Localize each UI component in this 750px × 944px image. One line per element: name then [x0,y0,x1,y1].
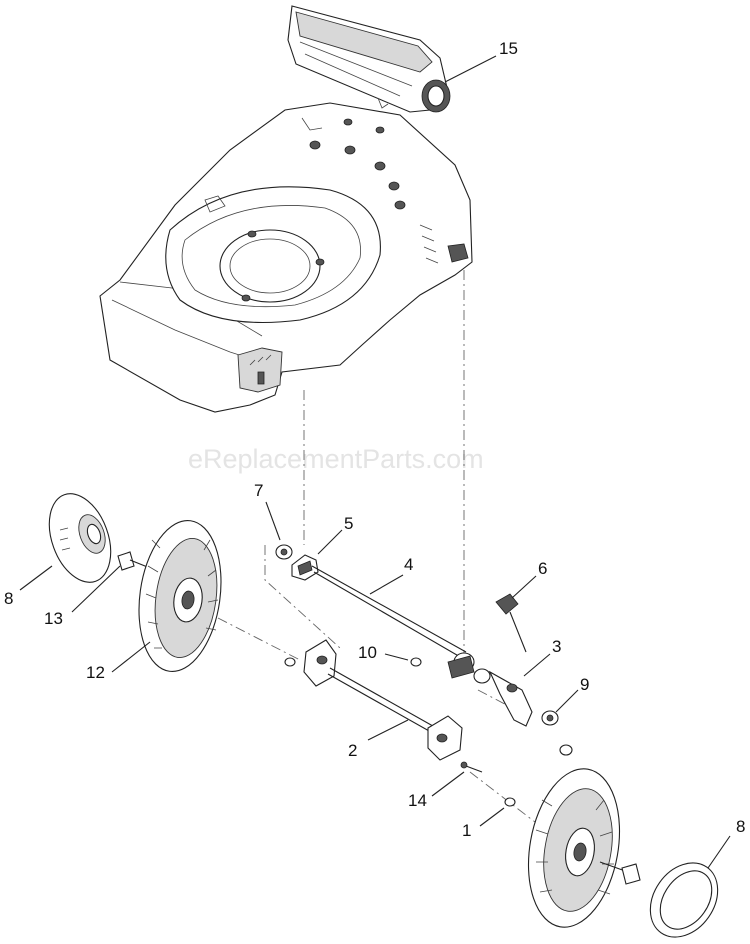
callout-5: 5 [344,514,353,533]
part-10-nut [410,657,422,667]
part-8-hubcap-left [48,493,112,583]
callout-3: 3 [552,637,561,656]
part-13-bolt [117,551,161,573]
callout-2: 2 [348,741,357,760]
part-15-rear-bumper [287,5,451,113]
callout-12: 12 [86,663,105,682]
callout-7: 7 [254,481,263,500]
front-wheel-bolt [599,861,641,885]
part-9-washer [541,710,573,756]
mower-deck [99,102,473,413]
part-7-washer [275,544,293,560]
leader-lines [19,55,731,869]
callout-9: 9 [580,675,589,694]
callout-10: 10 [358,643,377,662]
callout-14: 14 [408,791,427,810]
callout-15: 15 [499,39,518,58]
callout-6: 6 [538,559,547,578]
callout-8-left: 8 [4,589,13,608]
callout-8-right: 8 [736,817,745,836]
part-1-front-wheel [504,768,621,928]
part-8-hubcap-right [649,862,719,938]
part-12-rear-wheel [138,519,222,673]
part-4-rear-axle [311,565,475,679]
part-2-front-axle [284,639,463,761]
callout-4: 4 [404,555,413,574]
watermark: eReplacementParts.com [188,444,484,474]
part-6-knob [495,593,527,653]
part-3-height-lever [473,668,533,727]
part-5-height-adjuster [291,554,319,581]
callout-13: 13 [44,609,63,628]
part-14-bolt [460,761,483,773]
callout-1: 1 [462,821,471,840]
